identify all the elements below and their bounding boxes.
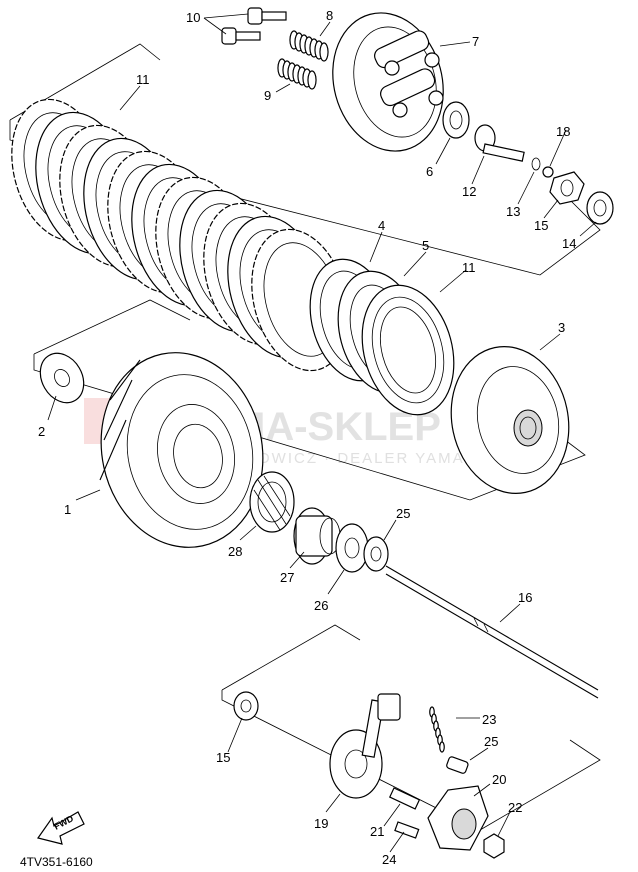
thrust-washer-2 [39,352,85,404]
callout-21: 21 [370,824,384,839]
spacer-28 [293,507,341,565]
callout-22: 22 [508,800,522,815]
callout-26: 25 [396,506,410,521]
callout-2: 2 [38,424,45,439]
callout-19: 19 [314,816,328,831]
ball-18 [542,166,554,178]
callout-28: 27 [280,570,294,585]
callout-8: 8 [326,8,333,23]
spring-8 [289,30,329,62]
fwd-arrow: FWD [37,811,85,845]
callout-15: 15 [534,218,548,233]
callout-10: 10 [186,10,200,25]
callout-17: 16 [518,590,532,605]
washer-27 [335,523,369,573]
spring-9 [277,58,317,90]
callout-24: 24 [382,852,396,867]
needle-bearing-29 [249,471,295,533]
callout-labels: 10 8 9 7 11 6 12 13 18 15 14 4 5 11 3 2 … [38,8,576,867]
oil-seal-16 [233,691,259,721]
bolt-10-b [221,27,261,45]
clutch-housing-1 [99,352,264,548]
callout-20: 20 [492,772,506,787]
cover-20 [427,785,489,851]
push-rod-12 [474,124,525,162]
pin-25 [446,756,469,774]
callout-12: 12 [462,184,476,199]
figure-code: 4TV351-6160 [20,855,93,869]
callout-4: 4 [378,218,385,233]
ring-26 [363,536,389,572]
clutch-boss-3 [450,346,570,494]
callout-25: 25 [484,734,498,749]
bolt-24 [394,821,420,839]
callout-5: 5 [422,238,429,253]
nut-15 [549,171,585,205]
pressure-plate [332,12,444,152]
callout-3: 3 [558,320,565,335]
adjust-screw-21 [388,787,421,810]
lock-washer-14 [586,191,614,225]
bearing-6 [442,101,470,139]
callout-11-front: 11 [462,260,476,275]
callout-14: 14 [562,236,576,251]
plate-stack [11,98,349,372]
callout-9: 9 [264,88,271,103]
callout-11-top: 11 [136,72,150,87]
callout-29: 28 [228,544,242,559]
callout-27: 26 [314,598,328,613]
callout-18: 18 [556,124,570,139]
callout-7: 7 [472,34,479,49]
spring-23 [429,706,445,753]
o-ring-13 [531,157,541,171]
callout-16: 15 [216,750,230,765]
callout-13: 13 [506,204,520,219]
callout-6: 6 [426,164,433,179]
plate-11-front [361,284,455,416]
nut-22 [483,833,505,859]
watermark-subtitle: WIECHOWICZ · DEALER YAMAHA [198,450,489,467]
push-lever-19 [329,693,401,799]
push-rod-17 [385,565,599,699]
callout-1: 1 [64,502,71,517]
leader-lines [47,13,597,853]
bolt-10-a [247,7,287,25]
callout-23: 23 [482,712,496,727]
